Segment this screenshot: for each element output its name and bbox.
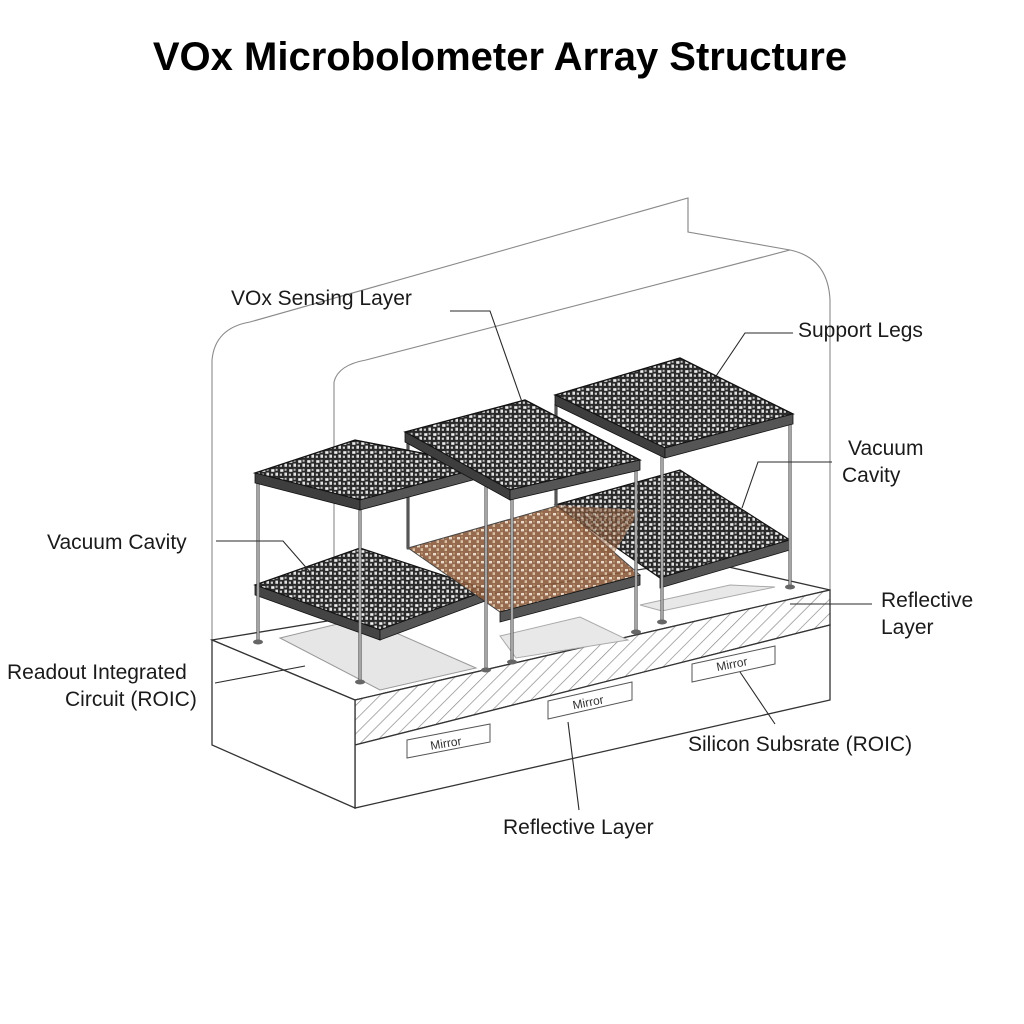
lower-mesh-layers: [253, 469, 792, 641]
label-reflective-layer-right-2: Layer: [881, 616, 934, 639]
label-reflective-layer-right-1: Reflective: [881, 589, 973, 612]
mirror-tag-2: Mirror: [547, 681, 633, 720]
label-reflective-layer-bottom: Reflective Layer: [503, 816, 654, 839]
page-title: VOx Microbolometer Array Structure: [153, 35, 847, 79]
mirror-tag-3: Mirror: [691, 645, 776, 683]
mirror-tag-1: Mirror: [406, 723, 491, 759]
annotations: VOx Sensing Layer Support Legs Vacuum Ca…: [7, 287, 973, 839]
label-roic-1: Readout Integrated: [7, 661, 187, 684]
label-roic-2: Circuit (ROIC): [65, 688, 197, 711]
label-vacuum-cavity-right-1: Vacuum: [848, 437, 923, 460]
mirror-label: Mirror: [571, 693, 604, 713]
mirror-label: Mirror: [429, 734, 462, 753]
mirror-pads: [278, 584, 776, 691]
label-vacuum-cavity-right-2: Cavity: [842, 464, 901, 487]
label-vacuum-cavity-left: Vacuum Cavity: [47, 531, 187, 554]
leader-lines: [214, 310, 872, 811]
support-posts: [253, 403, 795, 685]
label-silicon-substrate: Silicon Subsrate (ROIC): [688, 733, 912, 756]
vox-sensing-plates: [252, 357, 795, 511]
label-vox-sensing-layer: VOx Sensing Layer: [231, 287, 412, 310]
mirror-label: Mirror: [715, 654, 748, 674]
label-support-legs: Support Legs: [798, 319, 923, 342]
